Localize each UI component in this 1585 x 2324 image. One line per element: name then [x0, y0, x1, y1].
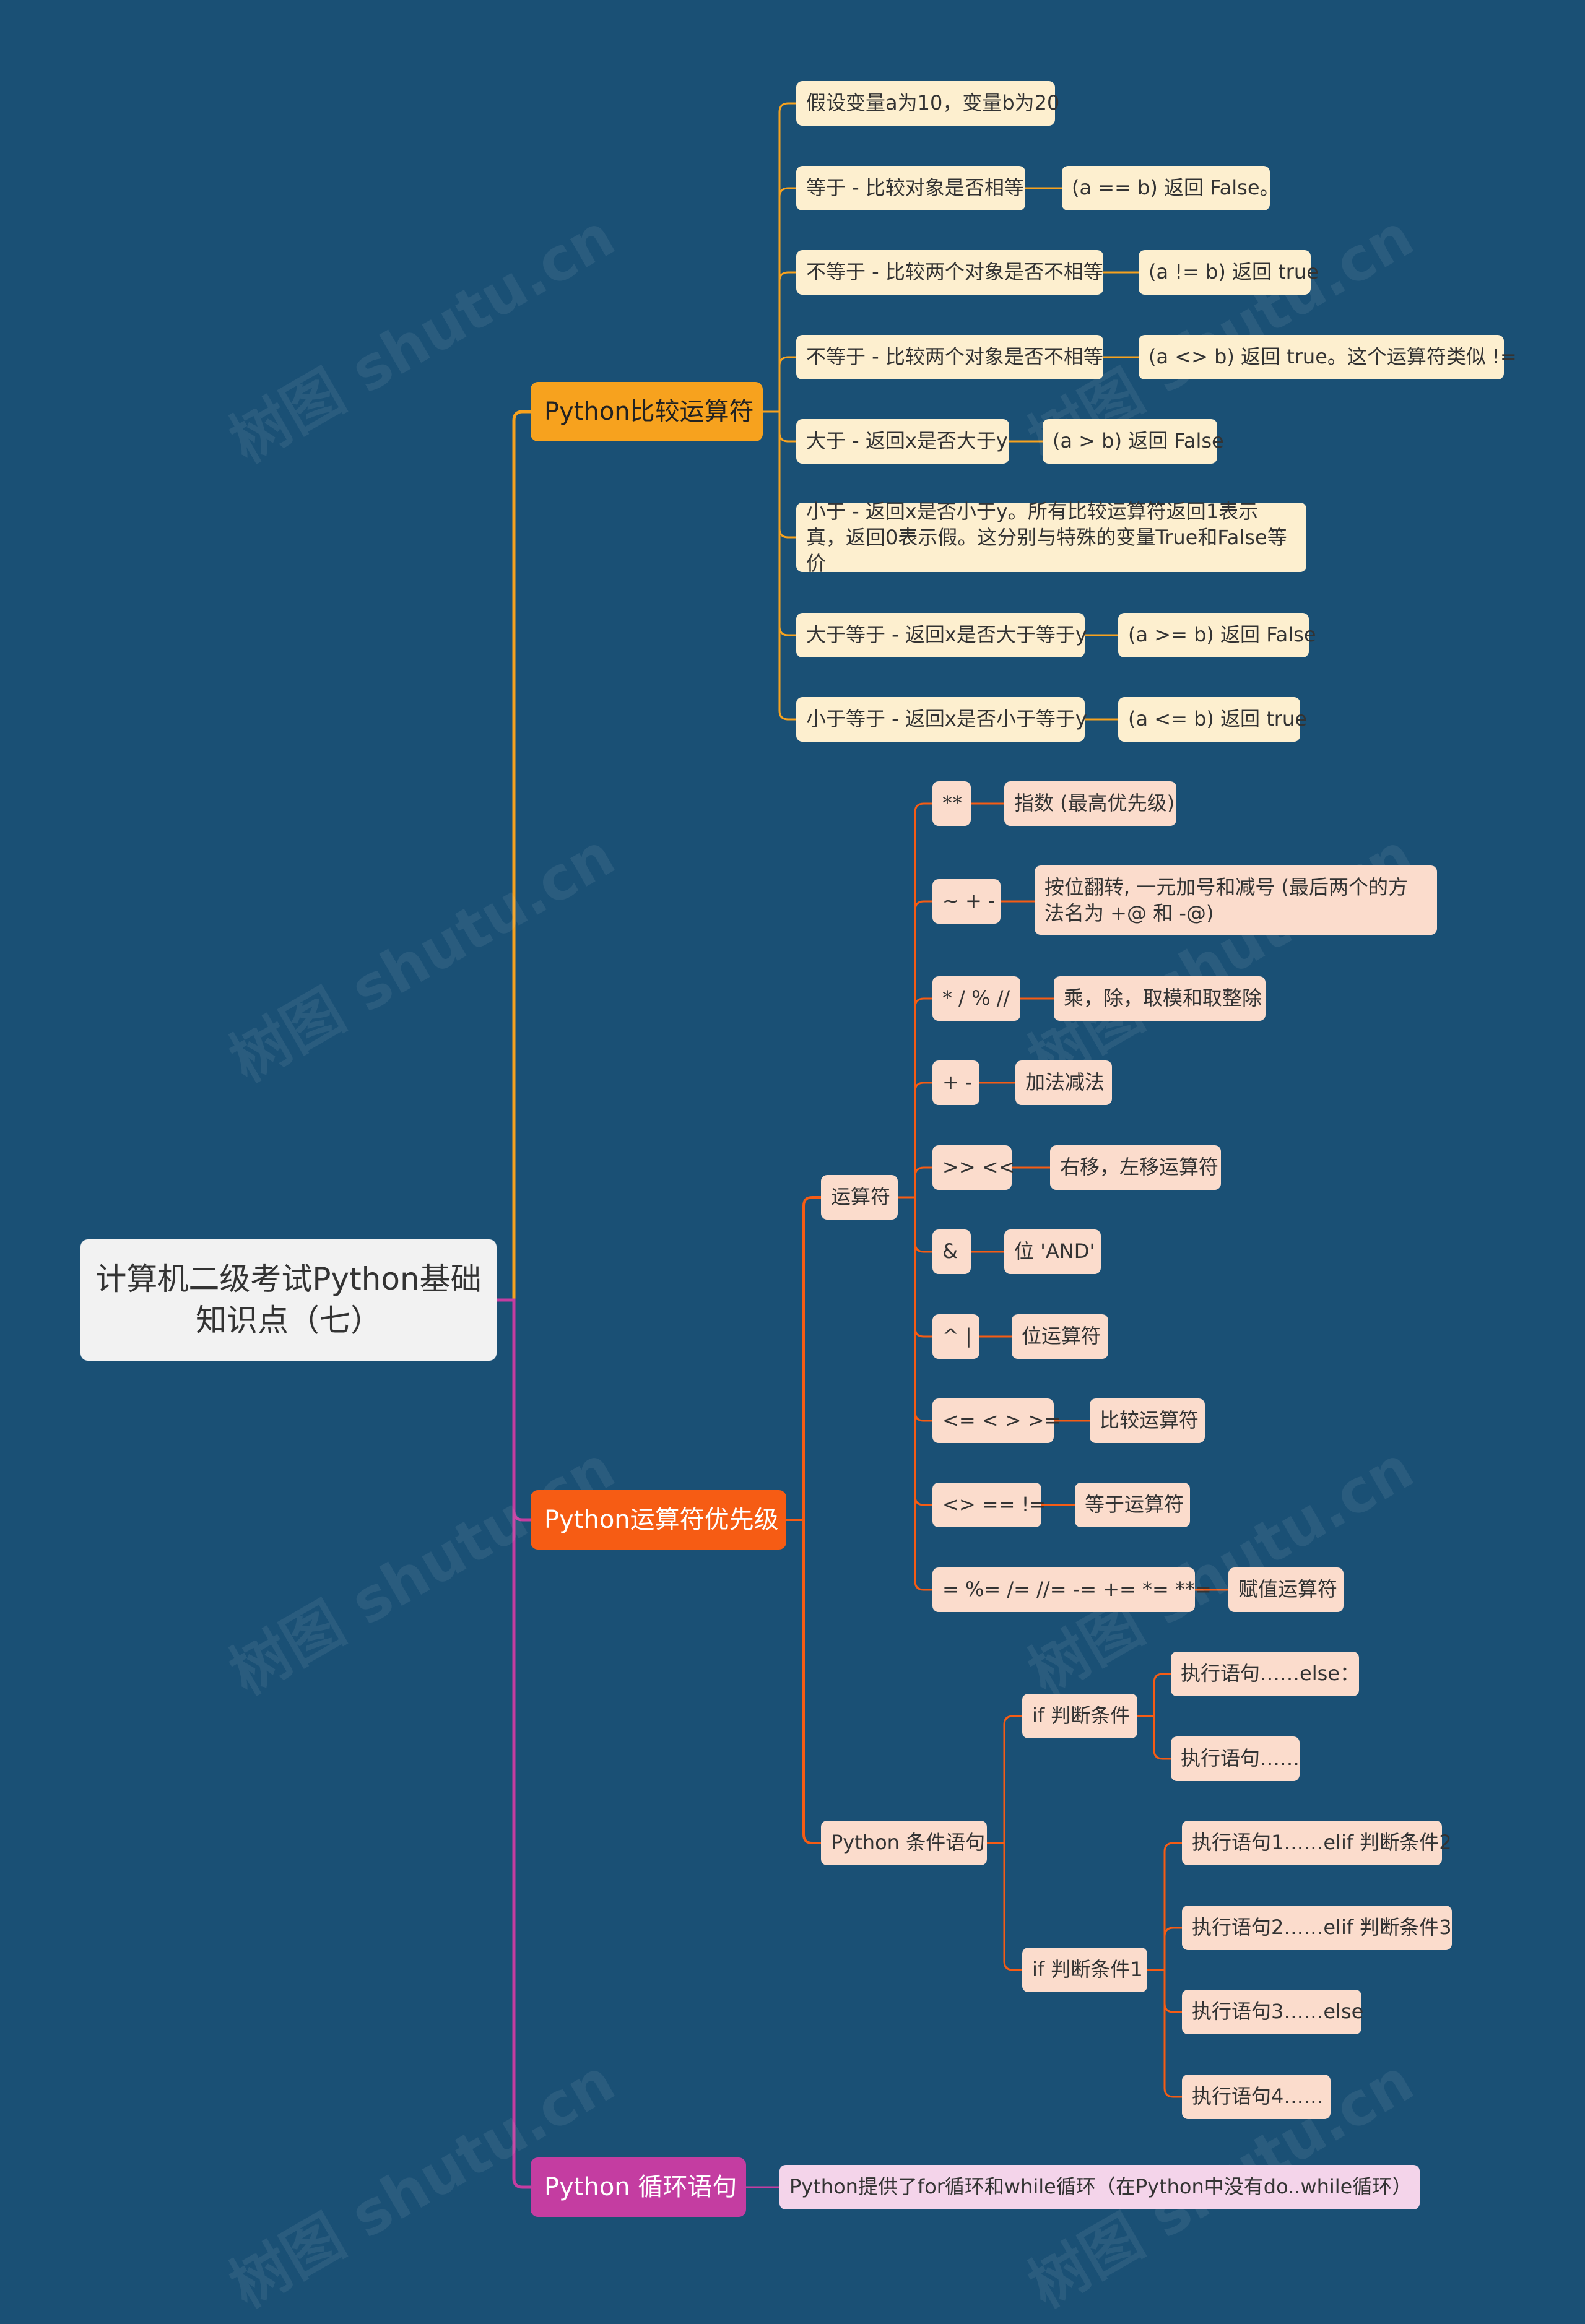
compare-detail[interactable]: (a >= b) 返回 False: [1118, 613, 1316, 657]
connector-line: [986, 1715, 1023, 1844]
compare-item[interactable]: 不等于 - 比较两个对象是否不相等: [796, 335, 1103, 379]
connector-line: [785, 1196, 822, 1521]
operator-desc[interactable]: 比较运算符: [1090, 1398, 1205, 1443]
compare-item[interactable]: 小于 - 返回x是否小于y。所有比较运算符返回1表示真，返回0表示假。这分别与特…: [796, 500, 1306, 575]
loop-item[interactable]: Python提供了for循环和while循环（在Python中没有do..whi…: [779, 2165, 1420, 2209]
operator-desc[interactable]: 加法减法: [1015, 1060, 1112, 1105]
operator-symbol[interactable]: >> <<: [932, 1145, 1015, 1190]
operator-desc[interactable]: 按位翻转, 一元加号和减号 (最后两个的方法名为 +@ 和 -@): [1035, 865, 1437, 935]
connector-line: [897, 1082, 934, 1199]
compare-detail[interactable]: (a != b) 返回 true: [1139, 250, 1319, 295]
connector-line: [897, 900, 934, 1199]
operator-symbol[interactable]: = %= /= //= -= += *= **=: [932, 1567, 1212, 1612]
connector-line: [1136, 1715, 1172, 1760]
connector-line: [897, 1166, 934, 1199]
elif-branch-item[interactable]: 执行语句2……elif 判断条件3: [1182, 1906, 1452, 1950]
connector-line: [986, 1842, 1023, 1971]
connector-line: [762, 356, 797, 413]
compare-item[interactable]: 大于 - 返回x是否大于y: [796, 419, 1009, 464]
compare-detail[interactable]: (a > b) 返回 False: [1043, 419, 1224, 464]
connector-line: [785, 1519, 822, 1844]
operator-desc[interactable]: 乘，除，取模和取整除: [1054, 976, 1266, 1021]
connector-line: [1146, 1927, 1183, 1971]
connector-line: [762, 187, 797, 413]
branch-loop-statements[interactable]: Python 循环语句: [531, 2157, 746, 2217]
connector-line: [495, 410, 532, 1302]
if-condition1-node[interactable]: if 判断条件1: [1022, 1948, 1147, 1992]
operator-symbol[interactable]: <> == !=: [932, 1483, 1046, 1527]
operator-symbol[interactable]: <= < > >=: [932, 1398, 1061, 1443]
branch-comparison-operators[interactable]: Python比较运算符: [531, 382, 763, 441]
operator-symbol[interactable]: &: [932, 1229, 971, 1274]
conditional-node[interactable]: Python 条件语句: [821, 1821, 987, 1865]
connector-line: [1146, 1969, 1183, 2098]
operator-symbol[interactable]: ^ |: [932, 1314, 979, 1359]
operator-desc[interactable]: 等于运算符: [1075, 1483, 1190, 1527]
operator-desc[interactable]: 右移，左移运算符: [1050, 1145, 1221, 1190]
compare-detail[interactable]: (a == b) 返回 False。: [1062, 166, 1280, 210]
connector-line: [897, 802, 934, 1199]
connector-line: [495, 1298, 532, 2189]
connector-line: [897, 997, 934, 1199]
connector-line: [1136, 1673, 1172, 1717]
if-branch-item[interactable]: 执行语句……else：: [1171, 1652, 1360, 1696]
operator-symbol[interactable]: + -: [932, 1060, 979, 1105]
connector-line: [762, 271, 797, 413]
elif-branch-item[interactable]: 执行语句3……else: [1182, 1990, 1363, 2034]
operator-desc[interactable]: 指数 (最高优先级): [1004, 781, 1176, 826]
elif-branch-item[interactable]: 执行语句1……elif 判断条件2: [1182, 1821, 1452, 1865]
compare-item[interactable]: 不等于 - 比较两个对象是否不相等: [796, 250, 1103, 295]
compare-item[interactable]: 大于等于 - 返回x是否大于等于y: [796, 613, 1087, 657]
root-topic[interactable]: 计算机二级考试Python基础知识点（七）: [80, 1239, 497, 1361]
connector-line: [762, 410, 797, 721]
operator-desc[interactable]: 位运算符: [1012, 1314, 1108, 1359]
if-branch-item[interactable]: 执行语句……: [1171, 1736, 1300, 1781]
connector-line: [897, 1196, 934, 1591]
operator-desc[interactable]: 位 'AND': [1004, 1229, 1101, 1274]
compare-item[interactable]: 假设变量a为10，变量b为20: [796, 81, 1059, 126]
compare-item[interactable]: 等于 - 比较对象是否相等: [796, 166, 1025, 210]
if-condition-node[interactable]: if 判断条件: [1022, 1694, 1137, 1738]
compare-detail[interactable]: (a <= b) 返回 true: [1118, 697, 1307, 742]
elif-branch-item[interactable]: 执行语句4……: [1182, 2075, 1331, 2119]
branch-operator-precedence[interactable]: Python运算符优先级: [531, 1490, 786, 1550]
connector-line: [762, 102, 797, 413]
operator-desc[interactable]: 赋值运算符: [1228, 1567, 1344, 1612]
compare-item[interactable]: 小于等于 - 返回x是否小于等于y: [796, 697, 1087, 742]
compare-detail[interactable]: (a <> b) 返回 true。这个运算符类似 !=: [1139, 335, 1517, 379]
operator-symbol[interactable]: * / % //: [932, 976, 1020, 1021]
operator-symbol[interactable]: ~ + -: [932, 879, 1001, 924]
operator-symbol[interactable]: **: [932, 781, 971, 826]
connector-line: [1146, 1842, 1183, 1971]
operators-node[interactable]: 运算符: [821, 1175, 898, 1220]
